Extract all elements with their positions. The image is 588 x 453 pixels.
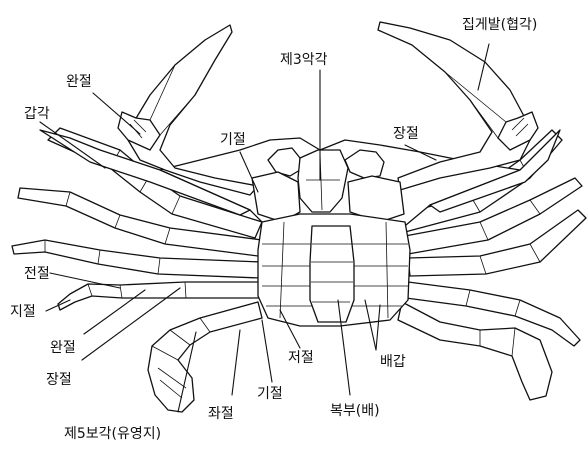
label-carpus-bottom: 완절 (50, 340, 76, 356)
label-basis: 저절 (288, 350, 314, 366)
label-carapace-angle: 갑각 (24, 106, 50, 122)
label-coxa-bottom: 기절 (257, 386, 283, 402)
label-claw-leg: 집게발(협각) (462, 17, 537, 33)
label-fifth-leg: 제5보각(유영지) (64, 426, 161, 442)
label-ischium: 좌절 (208, 406, 234, 422)
left-swimming-leg (148, 302, 262, 412)
abdomen (310, 226, 354, 322)
label-merus-bottom: 장절 (46, 372, 72, 388)
label-third-maxilliped: 제3악각 (280, 52, 328, 68)
label-coxa-top: 기절 (220, 132, 246, 148)
label-dactylus: 지절 (10, 304, 36, 320)
label-sternum-plates: 배갑 (380, 354, 406, 370)
label-abdomen: 복부(배) (330, 403, 380, 419)
label-propodus: 전절 (24, 266, 50, 282)
label-merus-right: 장절 (393, 126, 419, 142)
label-carpus-top: 완절 (66, 74, 92, 90)
mouthparts (252, 148, 404, 222)
